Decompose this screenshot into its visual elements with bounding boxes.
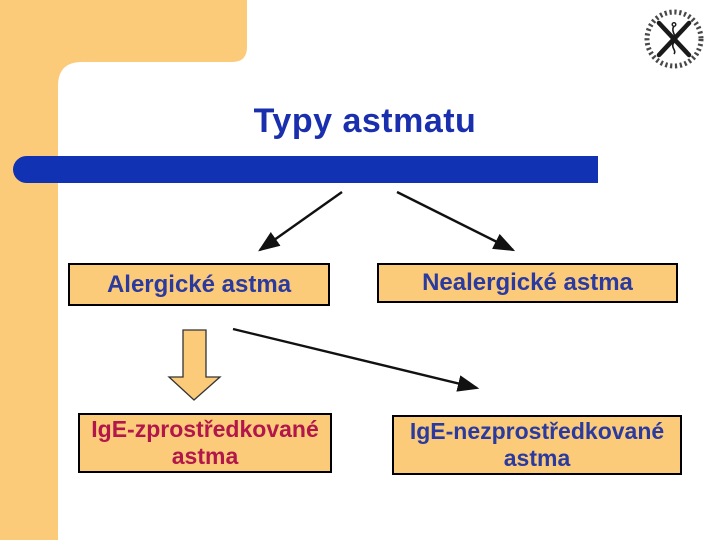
node-label: Alergické astma bbox=[106, 270, 292, 298]
node-ige-nezprostredkovane-astma: IgE-nezprostředkované astma bbox=[392, 415, 682, 475]
block-down-arrow bbox=[167, 329, 222, 401]
seal-right-arm bbox=[656, 20, 692, 58]
title-underline-bar bbox=[13, 156, 598, 183]
connector-arrow-to-ige-nezprostredkovane bbox=[232, 327, 480, 392]
connector-arrow-to-alergicke bbox=[258, 191, 343, 252]
node-alergicke-astma: Alergické astma bbox=[68, 263, 330, 306]
node-label: Nealergické astma bbox=[422, 269, 633, 296]
faculty-seal-icon bbox=[644, 9, 704, 69]
seal-serpent-staff bbox=[671, 25, 676, 55]
seal-serpent-head bbox=[671, 22, 677, 28]
node-label: IgE-zprostředkované astma bbox=[91, 416, 319, 469]
slide-title: Typy astmatu bbox=[253, 102, 477, 140]
node-nealergicke-astma: Nealergické astma bbox=[377, 263, 678, 303]
connector-arrow-to-nealergicke bbox=[396, 190, 516, 252]
node-ige-zprostredkovane-astma: IgE-zprostředkované astma bbox=[78, 413, 332, 473]
accent-shape bbox=[0, 0, 247, 540]
node-label: IgE-nezprostředkované astma bbox=[409, 418, 665, 471]
seal-text-ring bbox=[644, 9, 704, 69]
